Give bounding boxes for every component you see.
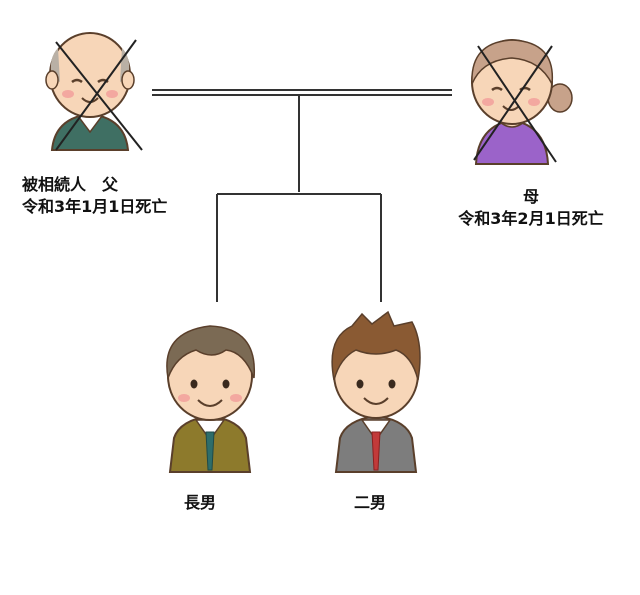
father-role-label: 被相続人 父: [22, 175, 119, 194]
mother-figure-icon: [471, 39, 573, 165]
mother-label: 母 令和3年2月1日死亡: [441, 186, 621, 230]
descent-lines: [216, 95, 382, 302]
mother-death-note: 令和3年2月1日死亡: [458, 209, 604, 228]
mother-deceased-cross-icon: [473, 45, 557, 163]
second-son-label: 二男: [353, 493, 386, 512]
father-figure-icon: [45, 32, 135, 151]
father-label: 被相続人 父 令和3年1月1日死亡: [22, 174, 167, 218]
eldest-son-label: 長男: [183, 493, 216, 512]
father-death-note: 令和3年1月1日死亡: [22, 197, 168, 216]
father-deceased-cross-icon: [55, 39, 143, 151]
eldest-son-figure-icon: [166, 325, 256, 473]
second-son-figure-icon: [331, 310, 421, 473]
mother-role-label: 母: [522, 187, 539, 206]
marriage-line: [152, 89, 452, 96]
